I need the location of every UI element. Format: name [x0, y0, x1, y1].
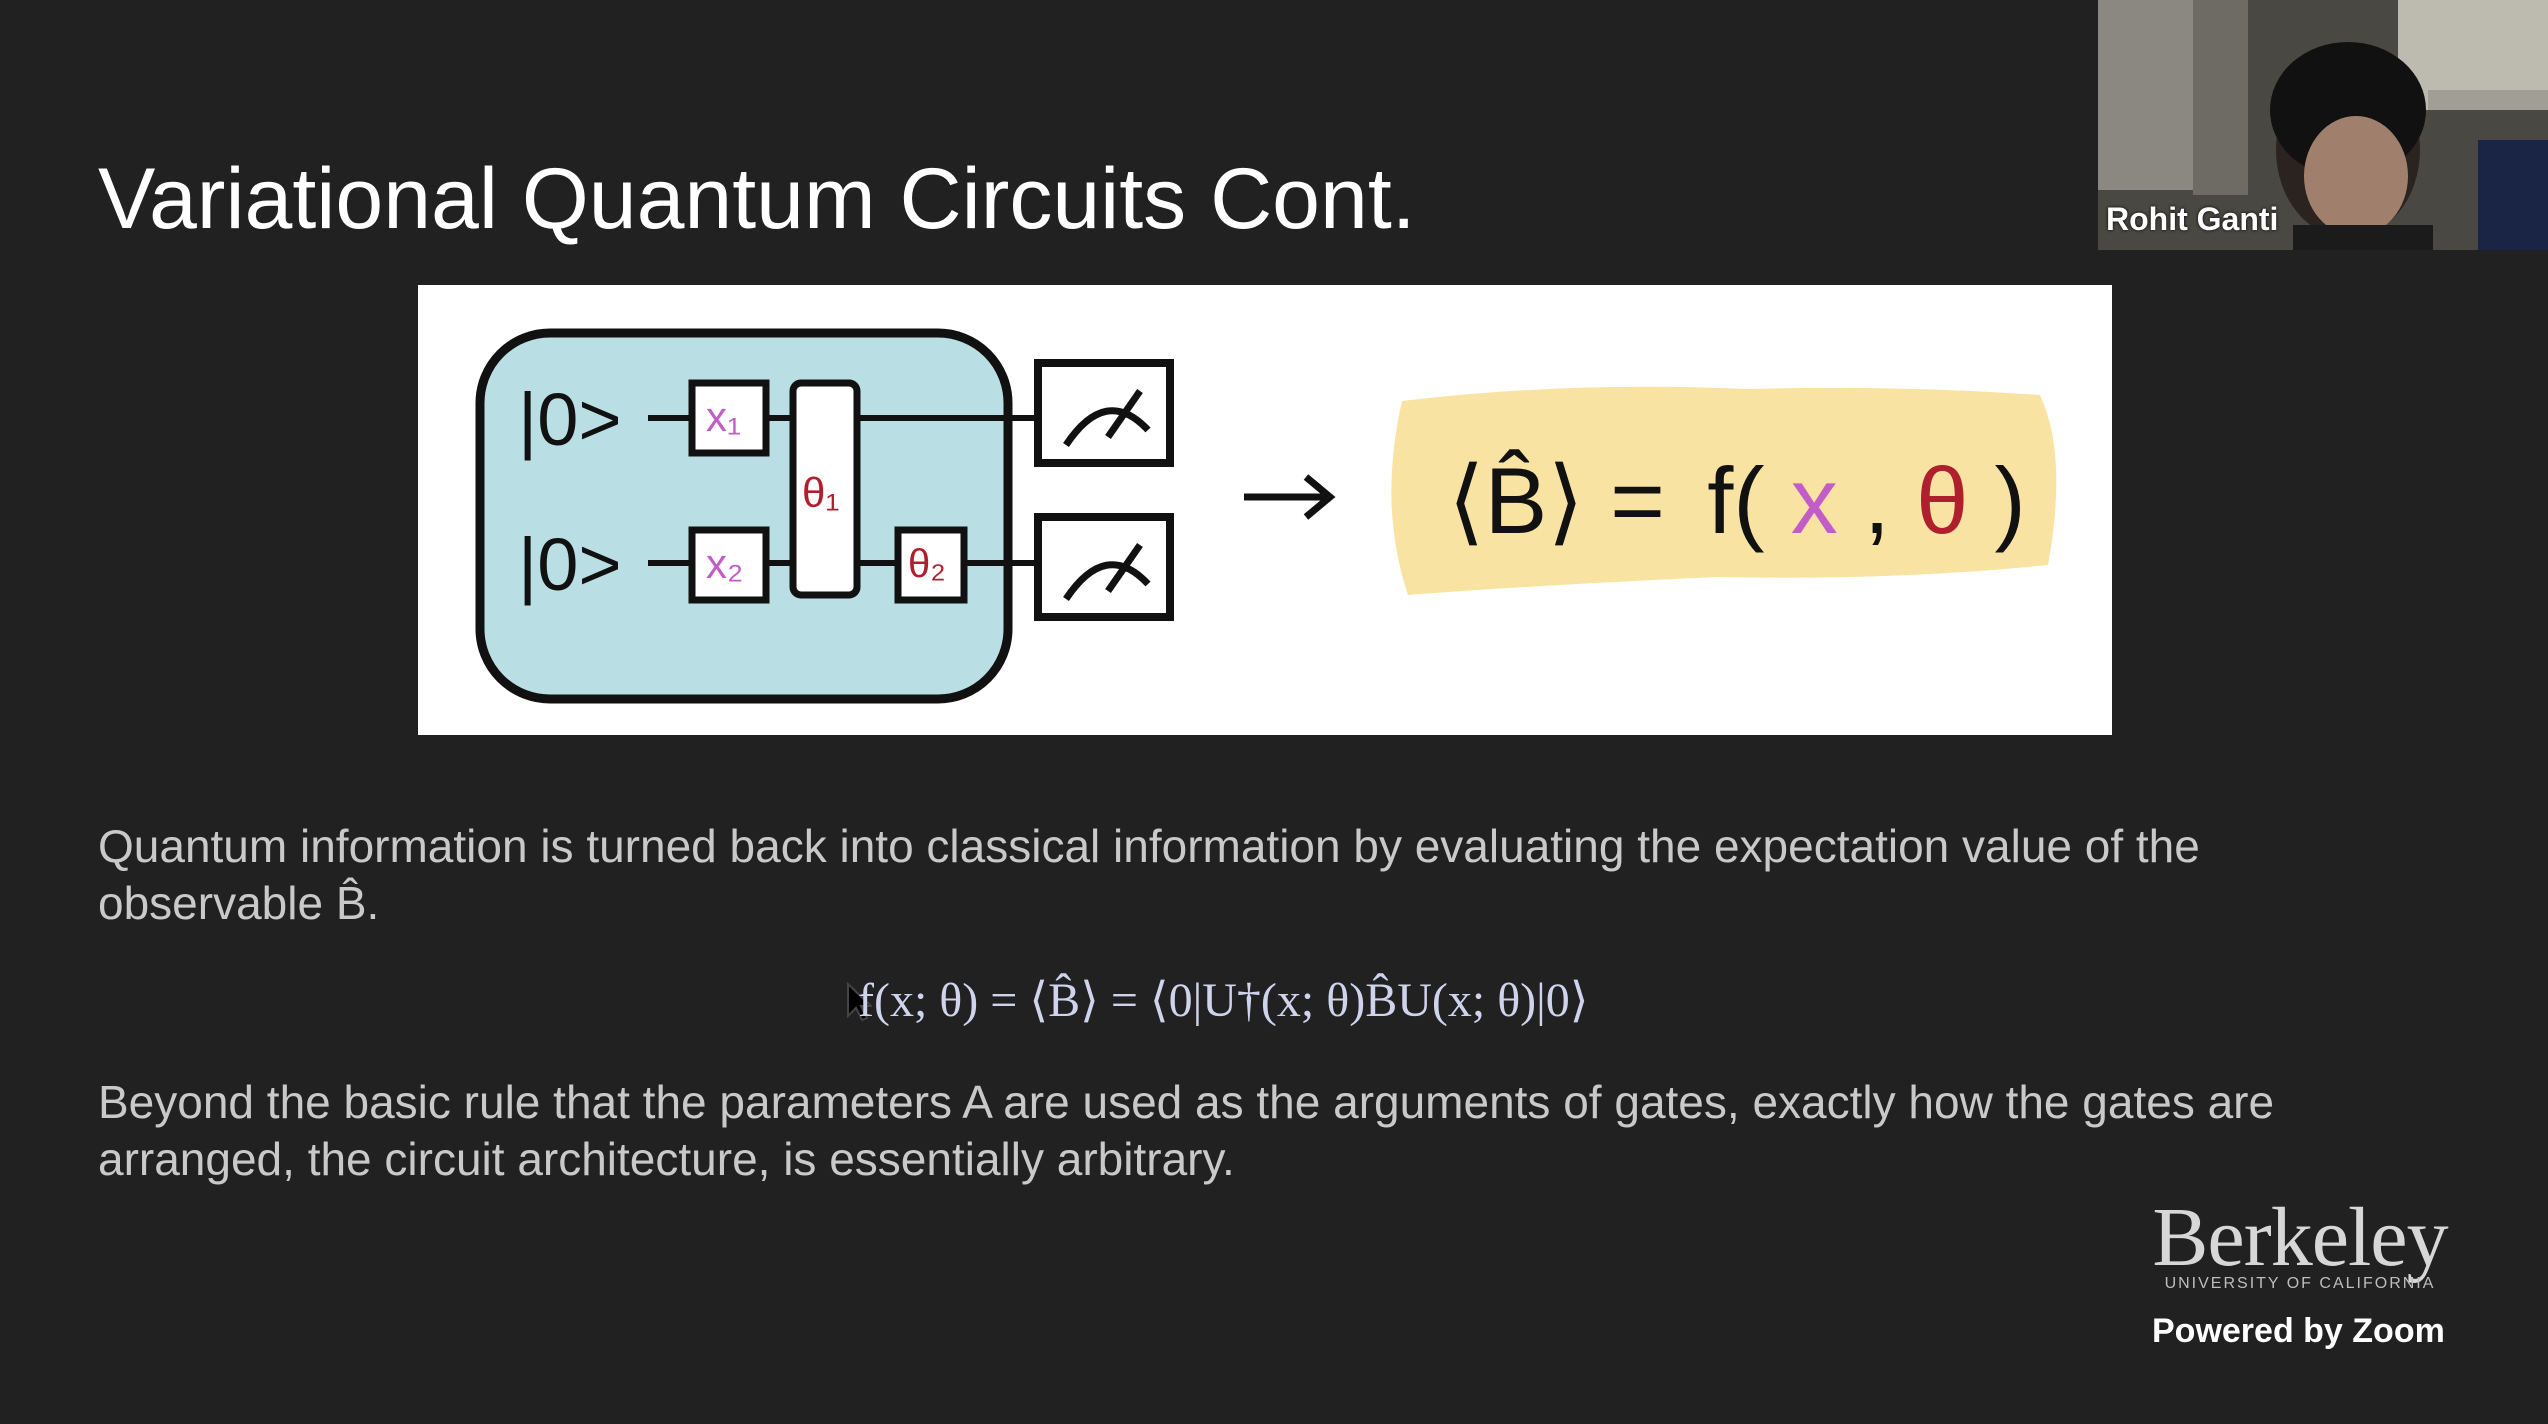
gate-x1-label: x₁ [706, 393, 741, 440]
gate-theta1-label: θ₁ [802, 469, 840, 516]
participant-name: Rohit Ganti [2106, 201, 2279, 237]
ket-top-label: |0> [518, 378, 622, 461]
paragraph-architecture: Beyond the basic rule that the parameter… [98, 1076, 2275, 1185]
equation-expectation: f(x; θ) = ⟨B̂⟩ = ⟨0|U†(x; θ)B̂U(x; θ)|0⟩ [858, 974, 1589, 1027]
gate-theta1 [789, 379, 861, 599]
participant-video-feed [2098, 0, 2548, 250]
expectation-x: x [1791, 448, 1838, 553]
gate-x2-label: x₂ [706, 540, 743, 587]
measurement-top-icon [1034, 359, 1174, 467]
gate-x2 [688, 526, 770, 604]
circuit-box [475, 328, 1013, 704]
slide-title: Variational Quantum Circuits Cont. [98, 151, 1416, 247]
logo-word: Berkeley [2152, 1191, 2448, 1284]
expectation-highlight [1391, 386, 2057, 595]
mouse-pointer-icon [847, 982, 872, 1022]
expectation-formula: ⟨B̂⟩ = f( x , θ ) [1448, 447, 2026, 553]
participant-video-tile[interactable]: Rohit Ganti [2098, 0, 2548, 250]
expectation-comma: , [1864, 448, 1890, 553]
gate-theta2-label: θ₂ [908, 542, 946, 586]
berkeley-logo: Berkeley UNIVERSITY OF CALIFORNIA [2140, 1195, 2460, 1293]
expectation-f: f( [1707, 448, 1764, 553]
gate-x1 [688, 379, 770, 457]
ket-bottom-label: |0> [518, 523, 622, 606]
gate-theta2 [894, 526, 968, 604]
measurement-bottom-icon [1034, 513, 1174, 621]
arrow-right-icon [1244, 474, 1336, 520]
paragraph-expectation: Quantum information is turned back into … [98, 820, 2200, 929]
circuit-figure: |0> |0> x₁ x₂ θ₁ θ₂ [418, 285, 2112, 735]
expectation-theta: θ [1916, 448, 1968, 553]
logo-subtitle: UNIVERSITY OF CALIFORNIA [2164, 1275, 2436, 1292]
expectation-lhs: ⟨B̂⟩ = [1448, 447, 1665, 553]
expectation-close: ) [1995, 448, 2026, 553]
powered-by-zoom: Powered by Zoom [2152, 1312, 2445, 1350]
